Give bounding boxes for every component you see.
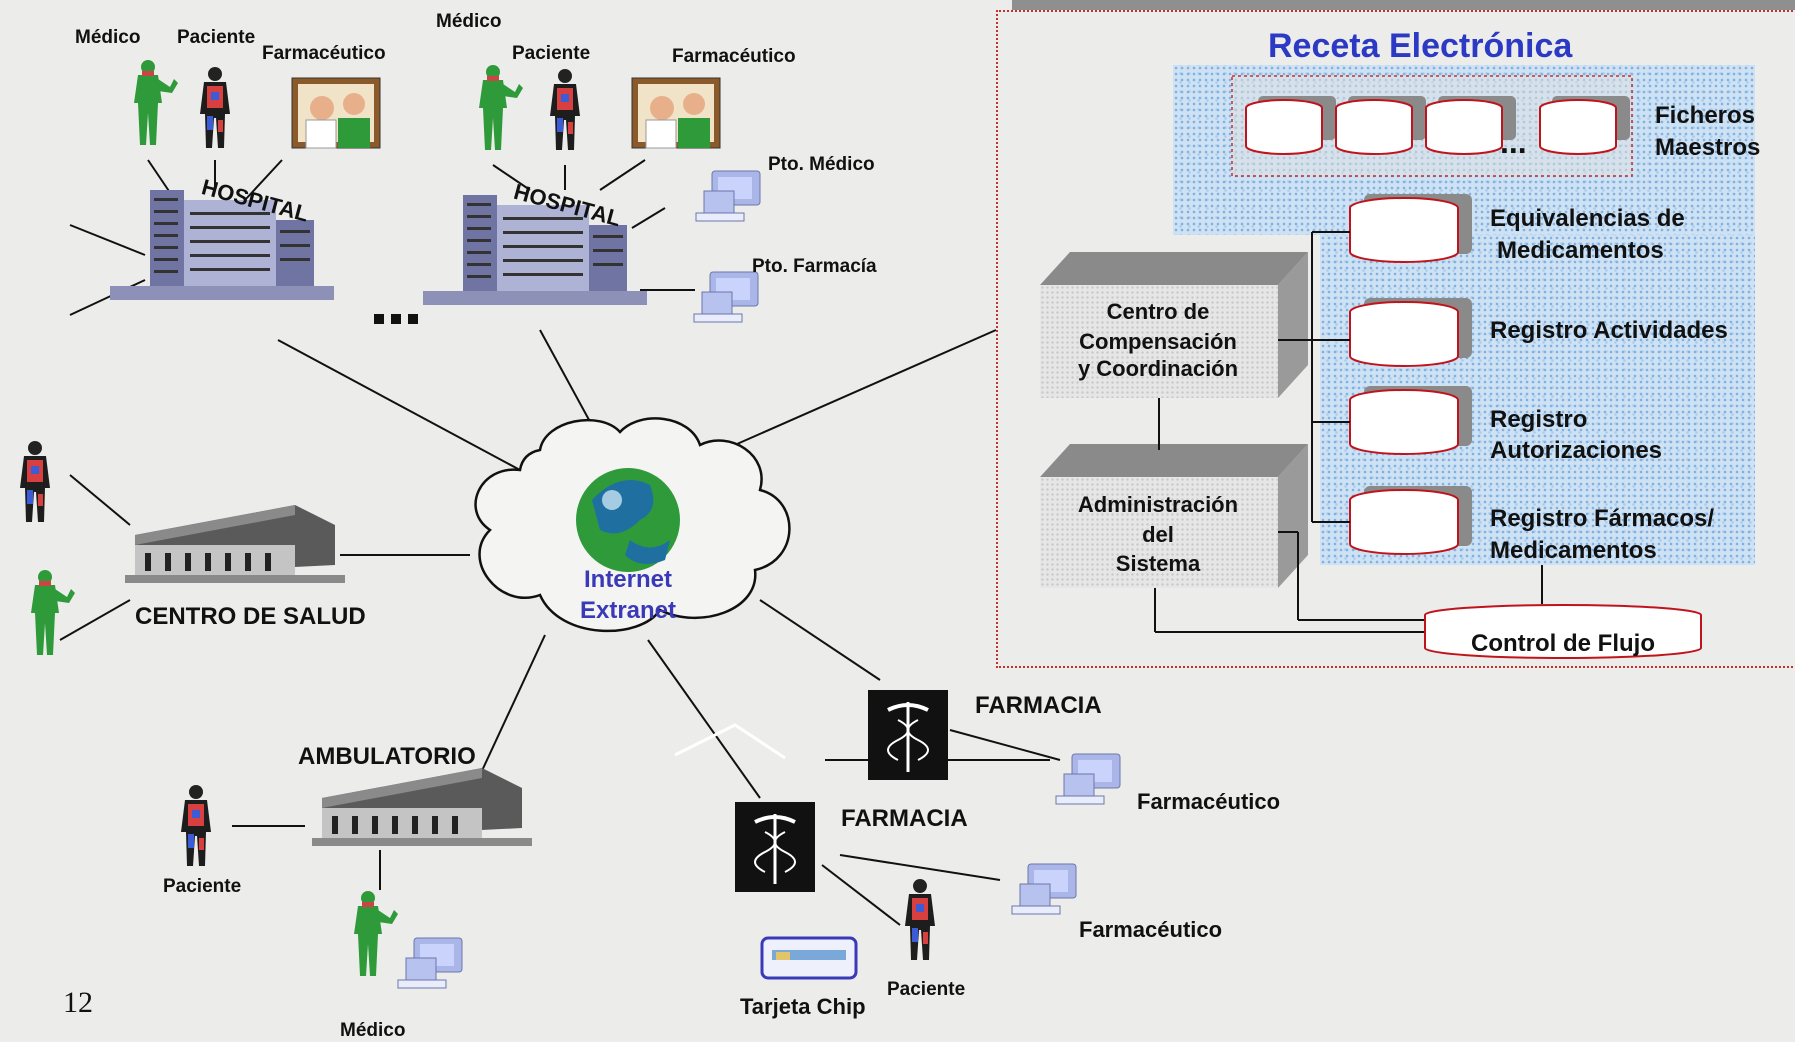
patient-icon-hospital-a [200,67,230,148]
farmacia-1-icon [866,688,950,782]
label-internet: Internet [583,566,672,593]
label-sistema: Sistema [1115,551,1201,576]
patient-icon-farmacia [905,879,935,960]
doctor-icon-centro-salud [31,570,75,655]
label-ficheros-dots: ... [1500,124,1527,160]
label-paciente-hospital-b: Paciente [512,43,591,64]
pharmacist-icon-hospital-b [631,77,721,149]
patient-icon-hospital-b [550,69,580,150]
patient-icon-ambulatorio [181,785,211,866]
label-registro-actividades: Registro Actividades [1490,317,1728,344]
label-administracion: Administración [1077,492,1239,517]
receta-electronica-title: Receta Electrónica [1268,27,1573,65]
label-del: del [1142,522,1174,547]
label-pto-farmacia: Pto. Farmacía [752,256,877,277]
panel-top-bar [1012,0,1795,12]
label-control-flujo: Control de Flujo [1471,630,1655,657]
connection-lines [59,159,1061,926]
label-centro-salud: CENTRO DE SALUD [135,603,366,630]
label-registro-farmacos: Registro Fármacos/ [1490,505,1715,532]
label-medico-hospital-b: Médico [436,11,502,32]
label-farmaceutico-hospital-a: Farmacéutico [262,43,386,64]
label-medico-ambulatorio: Médico [340,1020,406,1041]
texture-background-lower [1320,235,1755,565]
centro-salud-building [125,505,345,583]
label-farmacia-2: FARMACIA [841,805,968,832]
ambulatorio-building [312,768,532,846]
smart-card-icon [760,936,858,980]
decorative-lines [674,723,786,760]
label-ambulatorio: AMBULATORIO [298,743,476,770]
computer-icon-pto-medico [695,170,761,222]
label-farmacia-1: FARMACIA [975,692,1102,719]
label-extranet: Extranet [579,597,677,624]
label-medicamentos-1: Medicamentos [1497,237,1664,264]
label-equivalencias: Equivalencias de [1490,205,1685,232]
network-cloud-icon [474,417,791,633]
patient-icon-centro-salud [20,441,50,522]
label-y-coordinacion: y Coordinación [1077,356,1239,381]
label-paciente-ambulatorio: Paciente [163,876,242,897]
label-farmaceutico-farmacia-2: Farmacéutico [1079,917,1223,942]
label-registro: Registro [1490,406,1588,433]
computer-icon-farmacia-2 [1011,863,1077,915]
label-pto-medico: Pto. Médico [768,154,875,175]
label-medico-hospital-a: Médico [75,27,141,48]
computer-icon-farmacia-1 [1055,753,1121,805]
label-paciente-hospital-a: Paciente [177,27,256,48]
doctor-icon-hospital-a [134,60,178,145]
doctor-icon-hospital-b [479,65,523,150]
label-paciente-farmacia: Paciente [887,979,966,1000]
admin-box-texture [1040,477,1278,588]
label-medicamentos-2: Medicamentos [1490,537,1657,564]
computer-icon-ambulatorio [397,937,463,989]
label-ficheros: Ficheros [1655,102,1756,129]
label-centro-de: Centro de [1106,299,1210,324]
centro-box-texture [1040,285,1278,398]
label-maestros: Maestros [1655,134,1761,161]
doctor-icon-ambulatorio [354,891,398,976]
label-farmaceutico-hospital-b: Farmacéutico [672,46,796,67]
farmacia-2-icon [733,800,817,894]
label-compensacion: Compensación [1079,329,1237,354]
computer-icon-pto-farmacia [693,271,759,323]
page-number: 12 [63,986,93,1019]
label-autorizaciones: Autorizaciones [1490,437,1663,464]
ellipsis-dots-hospitals [374,314,418,324]
label-tarjeta-chip: Tarjeta Chip [740,994,866,1019]
pharmacist-icon-hospital-a [291,77,381,149]
label-farmaceutico-farmacia-1: Farmacéutico [1137,789,1281,814]
